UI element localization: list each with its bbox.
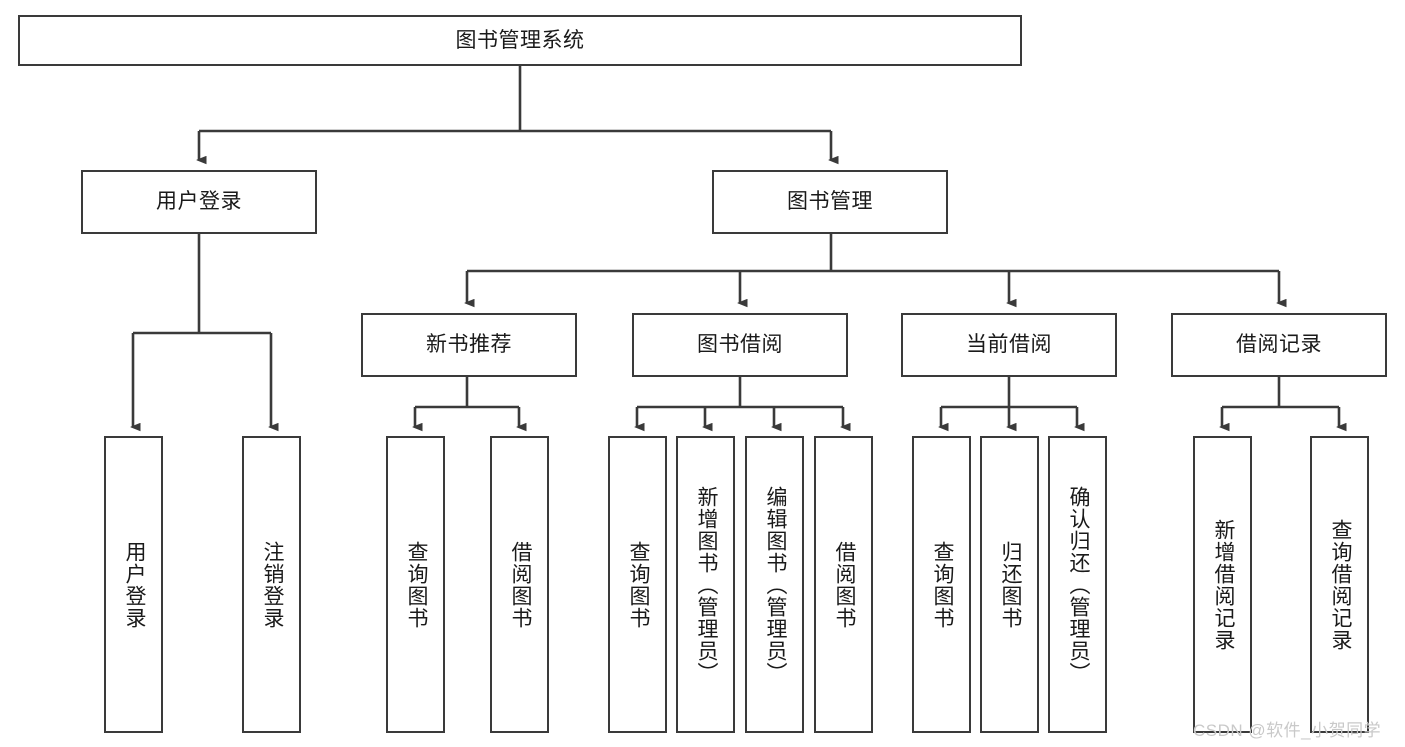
node-leaf-borrow-book-1-label: 借阅图书 <box>508 540 532 629</box>
node-leaf-query-book-2[interactable]: 查询图书 <box>608 436 667 733</box>
node-current-borrow[interactable]: 当前借阅 <box>901 313 1117 377</box>
node-leaf-query-book-3-label: 查询图书 <box>930 540 954 629</box>
node-leaf-add-record[interactable]: 新增借阅记录 <box>1193 436 1252 733</box>
node-leaf-query-book-1[interactable]: 查询图书 <box>386 436 445 733</box>
node-leaf-add-book-label: 新增图书（管理员） <box>694 485 718 684</box>
node-root-label: 图书管理系统 <box>455 28 585 52</box>
node-new-book-recommend-label: 新书推荐 <box>426 333 512 357</box>
node-leaf-user-login-label: 用户登录 <box>122 540 146 629</box>
node-leaf-borrow-book-1[interactable]: 借阅图书 <box>490 436 549 733</box>
node-leaf-query-book-2-label: 查询图书 <box>626 540 650 629</box>
node-leaf-edit-book-label: 编辑图书（管理员） <box>763 485 787 684</box>
node-leaf-query-record[interactable]: 查询借阅记录 <box>1310 436 1369 733</box>
node-borrow-record-label: 借阅记录 <box>1236 333 1322 357</box>
node-borrow-record[interactable]: 借阅记录 <box>1171 313 1387 377</box>
node-leaf-borrow-book-2[interactable]: 借阅图书 <box>814 436 873 733</box>
node-leaf-query-record-label: 查询借阅记录 <box>1328 518 1352 651</box>
node-leaf-borrow-book-2-label: 借阅图书 <box>832 540 856 629</box>
node-leaf-query-book-1-label: 查询图书 <box>404 540 428 629</box>
node-leaf-confirm-return[interactable]: 确认归还（管理员） <box>1048 436 1107 733</box>
node-leaf-logout-login-label: 注销登录 <box>260 540 284 629</box>
node-leaf-add-record-label: 新增借阅记录 <box>1211 518 1235 651</box>
node-current-borrow-label: 当前借阅 <box>966 333 1052 357</box>
node-leaf-confirm-return-label: 确认归还（管理员） <box>1066 485 1090 684</box>
node-leaf-add-book[interactable]: 新增图书（管理员） <box>676 436 735 733</box>
node-book-manage-label: 图书管理 <box>787 190 873 214</box>
node-leaf-query-book-3[interactable]: 查询图书 <box>912 436 971 733</box>
node-user-login[interactable]: 用户登录 <box>81 170 317 234</box>
node-book-borrow[interactable]: 图书借阅 <box>632 313 848 377</box>
node-leaf-return-book[interactable]: 归还图书 <box>980 436 1039 733</box>
node-new-book-recommend[interactable]: 新书推荐 <box>361 313 577 377</box>
node-leaf-user-login[interactable]: 用户登录 <box>104 436 163 733</box>
csdn-watermark: CSDN @软件_小贺同学 <box>1193 721 1382 740</box>
node-user-login-label: 用户登录 <box>156 190 242 214</box>
node-leaf-return-book-label: 归还图书 <box>998 540 1022 629</box>
node-book-manage[interactable]: 图书管理 <box>712 170 948 234</box>
node-leaf-edit-book[interactable]: 编辑图书（管理员） <box>745 436 804 733</box>
node-book-borrow-label: 图书借阅 <box>697 333 783 357</box>
node-leaf-logout-login[interactable]: 注销登录 <box>242 436 301 733</box>
node-root[interactable]: 图书管理系统 <box>18 15 1022 66</box>
